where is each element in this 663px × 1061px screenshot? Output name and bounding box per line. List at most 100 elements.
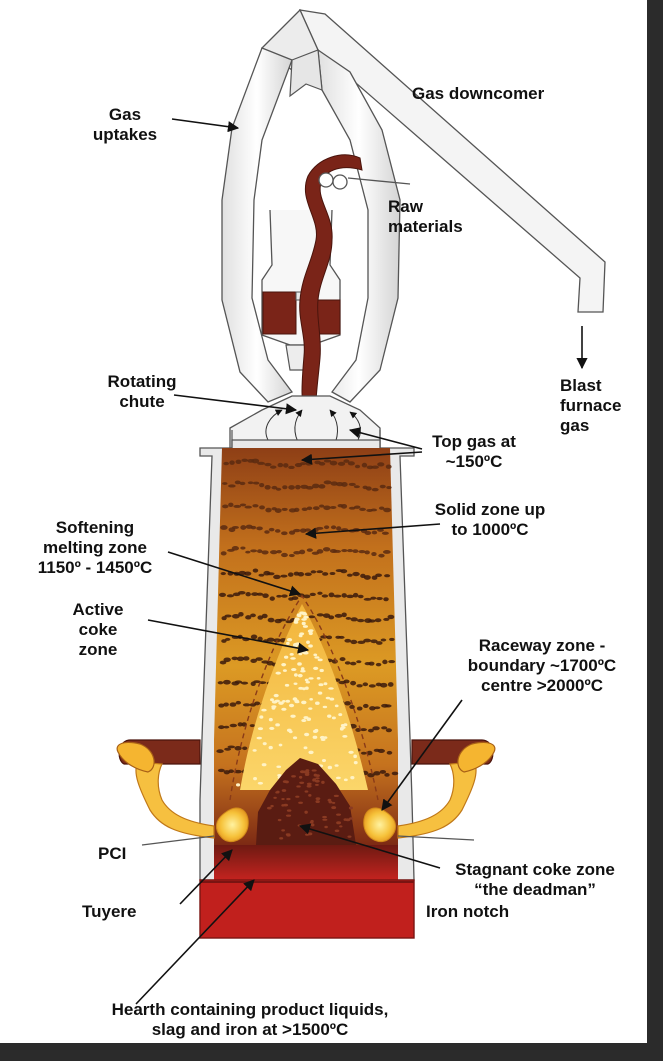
burden-particle xyxy=(243,656,250,660)
coke-particle xyxy=(306,640,310,643)
deadman-particle xyxy=(311,823,315,826)
burden-particle xyxy=(357,707,363,711)
deadman-particle xyxy=(315,784,319,786)
burden-particle xyxy=(240,546,245,549)
coke-particle xyxy=(262,763,267,766)
coke-particle xyxy=(258,782,263,785)
burden-particle xyxy=(378,554,384,558)
label-blast-furnace-gas-line: furnace xyxy=(560,396,621,416)
deadman-particle xyxy=(315,780,320,783)
burden-particle xyxy=(317,613,324,616)
burden-particle xyxy=(242,746,247,750)
coke-particle xyxy=(274,694,279,697)
deadman-particle xyxy=(331,806,336,809)
burden-particle xyxy=(370,597,376,600)
label-stagnant-coke-zone-line: Stagnant coke zone xyxy=(432,860,638,880)
deadman-particle xyxy=(286,833,291,835)
burden-particle xyxy=(323,547,330,551)
burden-particle xyxy=(344,639,351,643)
burden-particle xyxy=(346,617,351,620)
deadman-particle xyxy=(273,797,276,799)
burden-particle xyxy=(293,529,300,532)
deadman-particle xyxy=(335,829,340,832)
burden-particle xyxy=(275,508,282,513)
burden-particle xyxy=(229,460,234,465)
burden-particle xyxy=(347,549,353,552)
burden-particle xyxy=(282,508,288,511)
coke-particle xyxy=(291,668,296,671)
burden-particle xyxy=(322,572,328,576)
burden-particle xyxy=(364,575,371,580)
burden-particle xyxy=(317,549,324,553)
burden-particle xyxy=(324,459,331,462)
burden-particle xyxy=(358,550,365,553)
deadman-particle xyxy=(305,790,309,792)
burden-particle xyxy=(257,593,263,596)
deadman-particle xyxy=(307,785,312,788)
burden-particle xyxy=(358,595,364,598)
coke-particle xyxy=(253,777,257,780)
burden-particle xyxy=(283,463,288,468)
deadman-particle xyxy=(279,837,283,839)
label-active-coke-zone: Activecokezone xyxy=(48,600,148,660)
burden-particle xyxy=(223,702,229,706)
burden-particle xyxy=(381,726,387,729)
deadman-particle xyxy=(281,798,284,800)
burden-particle xyxy=(369,684,376,687)
burden-particle xyxy=(324,525,329,529)
burden-particle xyxy=(253,569,258,573)
burden-particle xyxy=(336,526,341,530)
deadman-particle xyxy=(322,819,327,821)
coke-particle xyxy=(269,727,274,730)
coke-particle xyxy=(327,714,331,717)
burden-particle xyxy=(341,549,347,552)
burden-particle xyxy=(262,614,268,619)
burden-particle xyxy=(330,461,338,466)
burden-particle xyxy=(223,657,230,662)
burden-particle xyxy=(270,596,275,600)
burden-particle xyxy=(353,593,358,598)
burden-particle xyxy=(238,612,243,617)
label-softening-melting-zone-line: melting zone xyxy=(20,538,170,558)
burden-particle xyxy=(340,569,347,573)
coke-particle xyxy=(269,718,273,722)
burden-particle xyxy=(294,508,300,512)
label-active-coke-zone-line: coke xyxy=(48,620,148,640)
deadman-particle xyxy=(305,771,309,774)
burden-particle xyxy=(230,702,237,706)
coke-particle xyxy=(323,706,328,708)
burden-particle xyxy=(218,681,224,684)
burden-particle xyxy=(329,593,335,598)
burden-particle xyxy=(331,525,336,529)
burden-particle xyxy=(340,657,346,661)
burden-particle xyxy=(352,549,358,553)
label-blast-furnace-gas-line: Blast xyxy=(560,376,621,396)
burden-particle xyxy=(218,769,225,772)
coke-particle xyxy=(289,730,293,733)
coke-particle xyxy=(301,701,306,705)
burden-particle xyxy=(281,594,288,597)
burden-particle xyxy=(264,463,271,466)
coke-particle xyxy=(308,644,313,647)
burden-particle xyxy=(227,594,234,597)
burden-particle xyxy=(384,574,390,577)
burden-particle xyxy=(310,593,316,596)
coke-particle xyxy=(322,759,326,762)
burden-particle xyxy=(348,461,355,465)
burden-particle xyxy=(383,508,391,513)
burden-particle xyxy=(371,552,376,556)
coke-particle xyxy=(303,616,308,619)
coke-particle xyxy=(338,713,342,716)
coke-particle xyxy=(294,673,298,676)
burden-particle xyxy=(352,572,359,576)
burden-particle xyxy=(349,483,356,486)
coke-particle xyxy=(298,687,303,690)
label-raceway-zone-line: centre >2000ºC xyxy=(446,676,638,696)
burden-particle xyxy=(220,525,228,530)
label-rotating-chute-line: chute xyxy=(72,392,212,412)
burden-particle xyxy=(278,619,286,622)
label-solid-zone-line: to 1000ºC xyxy=(416,520,564,540)
deadman-particle xyxy=(349,807,353,810)
burden-particle xyxy=(248,481,254,484)
burden-particle xyxy=(250,614,256,618)
